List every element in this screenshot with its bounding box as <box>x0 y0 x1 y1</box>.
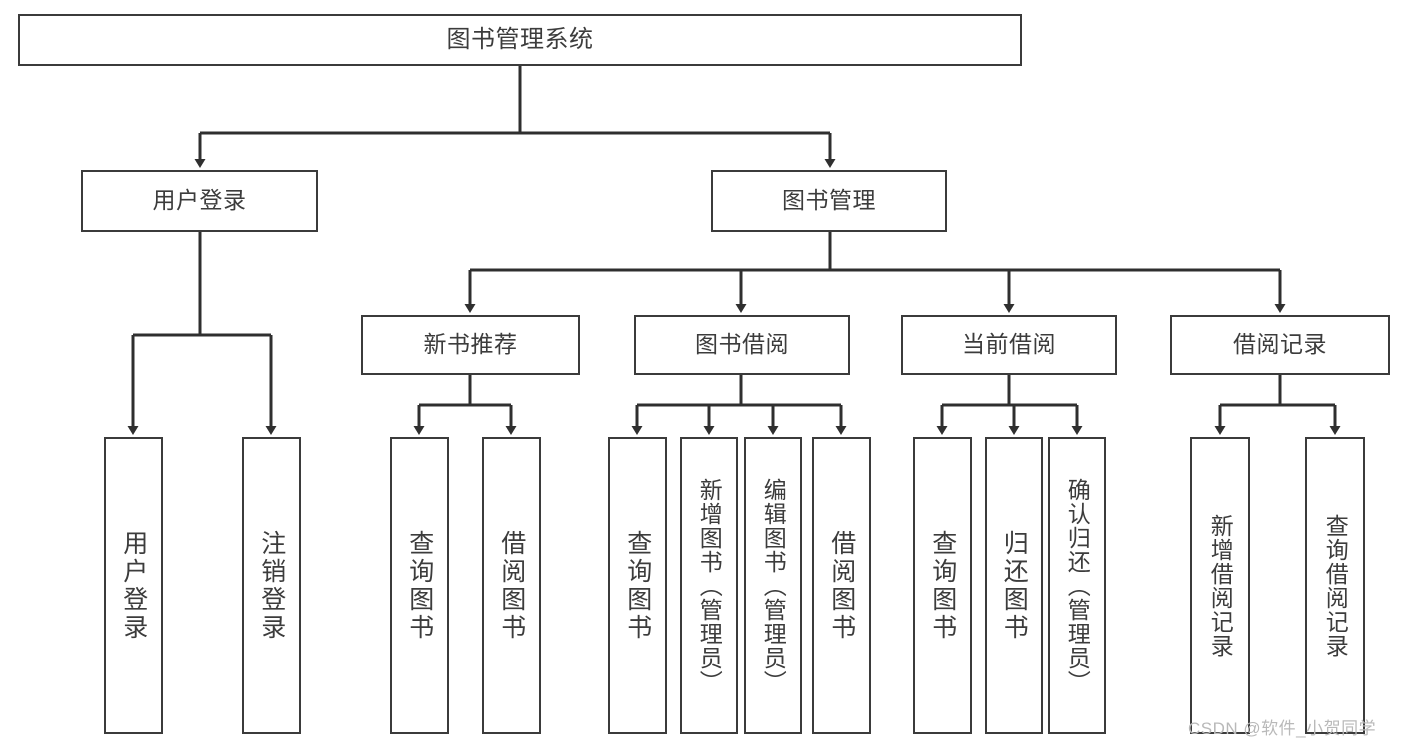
node-new-book-recommend[interactable]: 新书推荐 <box>361 315 580 375</box>
node-label: 确认归还（管理员） <box>1064 477 1091 694</box>
node-label: 图书管理系统 <box>446 25 594 53</box>
node-label: 新增借阅记录 <box>1207 513 1234 658</box>
leaf-query-book-recommend[interactable]: 查询图书 <box>390 437 449 734</box>
node-label: 查询图书 <box>928 529 957 642</box>
node-label: 借阅图书 <box>497 529 526 642</box>
leaf-edit-book-admin[interactable]: 编辑图书（管理员） <box>744 437 802 734</box>
leaf-user-login[interactable]: 用户登录 <box>104 437 163 734</box>
node-label: 查询图书 <box>405 529 434 642</box>
node-label: 查询借阅记录 <box>1322 513 1349 658</box>
leaf-borrow-book-recommend[interactable]: 借阅图书 <box>482 437 541 734</box>
leaf-return-book[interactable]: 归还图书 <box>985 437 1043 734</box>
node-borrow-record[interactable]: 借阅记录 <box>1170 315 1390 375</box>
leaf-logout[interactable]: 注销登录 <box>242 437 301 734</box>
leaf-add-borrow-record[interactable]: 新增借阅记录 <box>1190 437 1250 734</box>
leaf-confirm-return-admin[interactable]: 确认归还（管理员） <box>1048 437 1106 734</box>
node-current-borrow[interactable]: 当前借阅 <box>901 315 1117 375</box>
node-label: 编辑图书（管理员） <box>760 477 787 694</box>
leaf-query-borrow-record[interactable]: 查询借阅记录 <box>1305 437 1365 734</box>
node-label: 注销登录 <box>257 529 286 642</box>
node-label: 图书借阅 <box>695 331 789 358</box>
node-label: 借阅图书 <box>827 529 856 642</box>
node-root-book-management-system[interactable]: 图书管理系统 <box>18 14 1022 66</box>
node-label: 新增图书（管理员） <box>696 477 723 694</box>
node-label: 借阅记录 <box>1233 331 1327 358</box>
node-user-login[interactable]: 用户登录 <box>81 170 318 232</box>
csdn-watermark: CSDN @软件_小贺同学 <box>1188 719 1377 738</box>
leaf-borrow-book[interactable]: 借阅图书 <box>812 437 871 734</box>
node-label: 查询图书 <box>623 529 652 642</box>
node-label: 当前借阅 <box>962 331 1056 358</box>
node-label: 新书推荐 <box>423 331 518 358</box>
leaf-add-book-admin[interactable]: 新增图书（管理员） <box>680 437 738 734</box>
node-label: 归还图书 <box>1000 529 1029 642</box>
leaf-query-book-current[interactable]: 查询图书 <box>913 437 972 734</box>
leaf-query-book-borrow[interactable]: 查询图书 <box>608 437 667 734</box>
node-book-management[interactable]: 图书管理 <box>711 170 947 232</box>
node-book-borrow[interactable]: 图书借阅 <box>634 315 850 375</box>
node-label: 图书管理 <box>782 187 876 214</box>
node-label: 用户登录 <box>152 187 247 214</box>
node-label: 用户登录 <box>119 529 148 642</box>
